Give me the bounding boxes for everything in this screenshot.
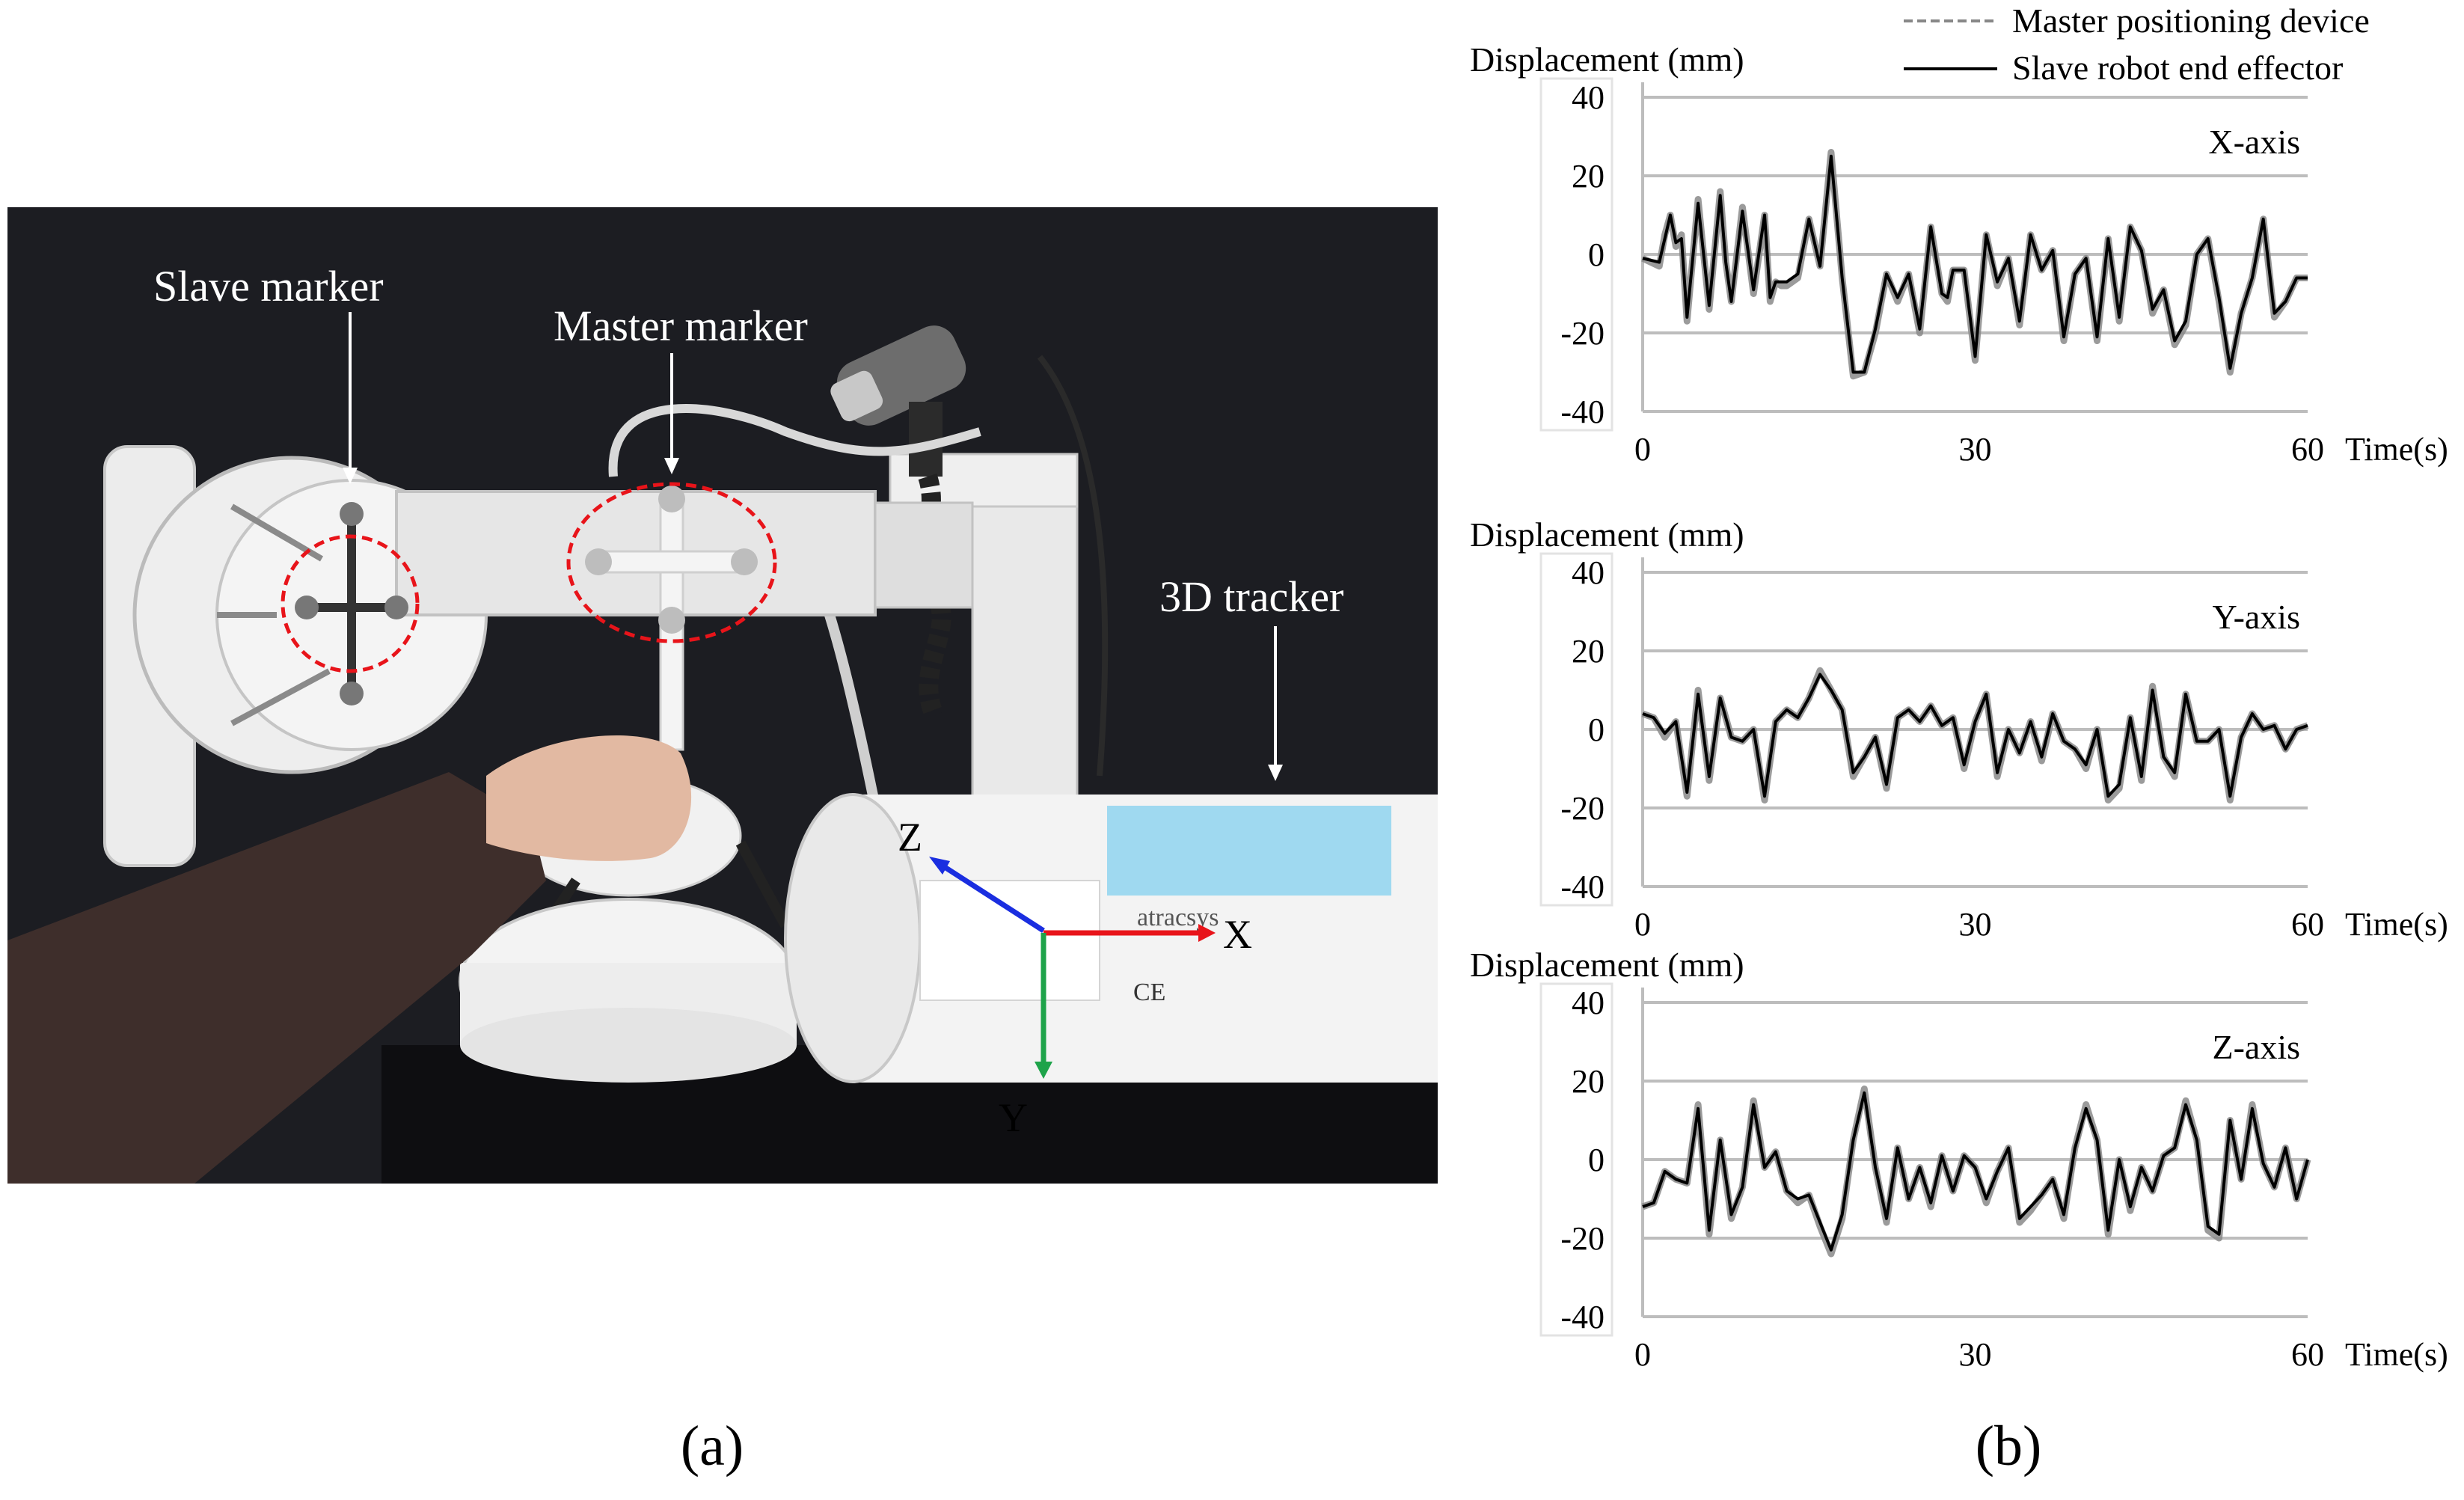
y-tick-label: -40 bbox=[1560, 869, 1605, 905]
chart-y-axis: Displacement (mm)40 20 0 -20 -40 0 30 60 Time(s)… bbox=[1470, 515, 2448, 943]
z-axis-label: Z bbox=[898, 815, 922, 860]
x-tick-label: 0 bbox=[1634, 431, 1651, 468]
y-tick-label: 0 bbox=[1588, 1142, 1605, 1178]
y-tick-label: -40 bbox=[1560, 394, 1605, 430]
x-tick-label: 30 bbox=[1959, 431, 1992, 468]
panel-label-b: (b) bbox=[1975, 1415, 2042, 1478]
slave-effector-line bbox=[1642, 154, 2308, 374]
x-axis-arrowhead bbox=[1198, 924, 1216, 942]
robot-arm-column bbox=[874, 501, 974, 609]
y-tick-label: -20 bbox=[1560, 1220, 1605, 1257]
x-tick-label: 30 bbox=[1959, 1336, 1992, 1373]
tracker-stand-top bbox=[889, 453, 1079, 508]
master-marker-label: Master marker bbox=[554, 301, 808, 350]
slave-effector-line bbox=[1642, 673, 2308, 798]
x-axis-title: Time(s) bbox=[2345, 431, 2448, 468]
y-axis-box bbox=[1539, 552, 1613, 907]
tracker-label: 3D tracker bbox=[1159, 572, 1343, 621]
y-tick-label: 40 bbox=[1572, 554, 1605, 591]
legend-master-label: Master positioning device bbox=[2012, 1, 2370, 40]
x-tick-label: 60 bbox=[2291, 431, 2324, 468]
cable bbox=[1037, 355, 1109, 777]
x-tick-label: 60 bbox=[2291, 906, 2324, 943]
slave-effector-line bbox=[1642, 1091, 2309, 1252]
slave-marker-cross bbox=[295, 502, 408, 705]
master-positioning-line bbox=[1641, 667, 2309, 803]
slave-marker-circle bbox=[281, 534, 420, 673]
y-tick-label: 20 bbox=[1572, 1063, 1605, 1100]
x-tick-label: 0 bbox=[1634, 906, 1651, 943]
master-marker-circle bbox=[566, 482, 777, 643]
chart-legend: Master positioning device Slave robot en… bbox=[1904, 1, 2370, 87]
x-tick-label: 0 bbox=[1634, 1336, 1651, 1373]
x-tick-label: 60 bbox=[2291, 1336, 2324, 1373]
y-tick-label: -20 bbox=[1560, 790, 1605, 827]
y-tick-label: -20 bbox=[1560, 315, 1605, 352]
legend-slave-label: Slave robot end effector bbox=[2012, 49, 2343, 87]
cable bbox=[608, 404, 981, 477]
chart-x-axis: Displacement (mm)40 20 0 -20 -40 0 30 60 Time(s)… bbox=[1470, 40, 2448, 468]
y-axis-arrowhead bbox=[1035, 1062, 1052, 1079]
panel-label-a: (a) bbox=[680, 1415, 744, 1478]
axis-annotation: Z-axis bbox=[2212, 1028, 2300, 1066]
operator-hand bbox=[486, 735, 692, 861]
y-tick-label: 0 bbox=[1588, 236, 1605, 273]
y-tick-label: 20 bbox=[1572, 633, 1605, 670]
y-axis-box bbox=[1539, 982, 1613, 1337]
master-marker-pointer-head bbox=[664, 458, 679, 474]
axis-annotation: Y-axis bbox=[2212, 598, 2300, 636]
y-axis-title: Displacement (mm) bbox=[1470, 40, 1744, 79]
y-axis-box bbox=[1539, 77, 1613, 432]
x-axis-label: X bbox=[1223, 912, 1252, 957]
ce-mark: CE bbox=[1133, 979, 1165, 1006]
x-axis-title: Time(s) bbox=[2345, 906, 2448, 943]
axis-annotation: X-axis bbox=[2208, 123, 2300, 161]
slave-marker-pointer-head bbox=[343, 468, 358, 484]
x-tick-label: 30 bbox=[1959, 906, 1992, 943]
chart-z-axis: Displacement (mm)40 20 0 -20 -40 0 30 60 Time(s)… bbox=[1470, 946, 2448, 1373]
z-axis-arrowhead bbox=[929, 857, 950, 875]
operator-arm bbox=[7, 772, 546, 1184]
y-tick-label: -40 bbox=[1560, 1299, 1605, 1335]
y-tick-label: 40 bbox=[1572, 985, 1605, 1021]
slave-marker-label: Slave marker bbox=[153, 262, 384, 310]
y-axis-label: Y bbox=[999, 1095, 1028, 1140]
tracker-brand: atracsys bbox=[1137, 904, 1219, 931]
tracker-pointer-head bbox=[1268, 765, 1283, 781]
y-tick-label: 0 bbox=[1588, 711, 1605, 748]
y-tick-label: 20 bbox=[1572, 158, 1605, 195]
y-axis-title: Displacement (mm) bbox=[1470, 515, 1744, 554]
setup-photo: atracsys CE Z X Y Slave marker Master ma… bbox=[7, 207, 1438, 1184]
tracker-device: atracsys CE bbox=[784, 793, 1438, 1083]
y-axis-title: Displacement (mm) bbox=[1470, 946, 1744, 984]
x-axis-title: Time(s) bbox=[2345, 1336, 2448, 1373]
y-tick-label: 40 bbox=[1572, 79, 1605, 116]
z-axis-arrow bbox=[935, 860, 1045, 933]
displacement-charts: Master positioning device Slave robot en… bbox=[1470, 1, 2448, 1373]
